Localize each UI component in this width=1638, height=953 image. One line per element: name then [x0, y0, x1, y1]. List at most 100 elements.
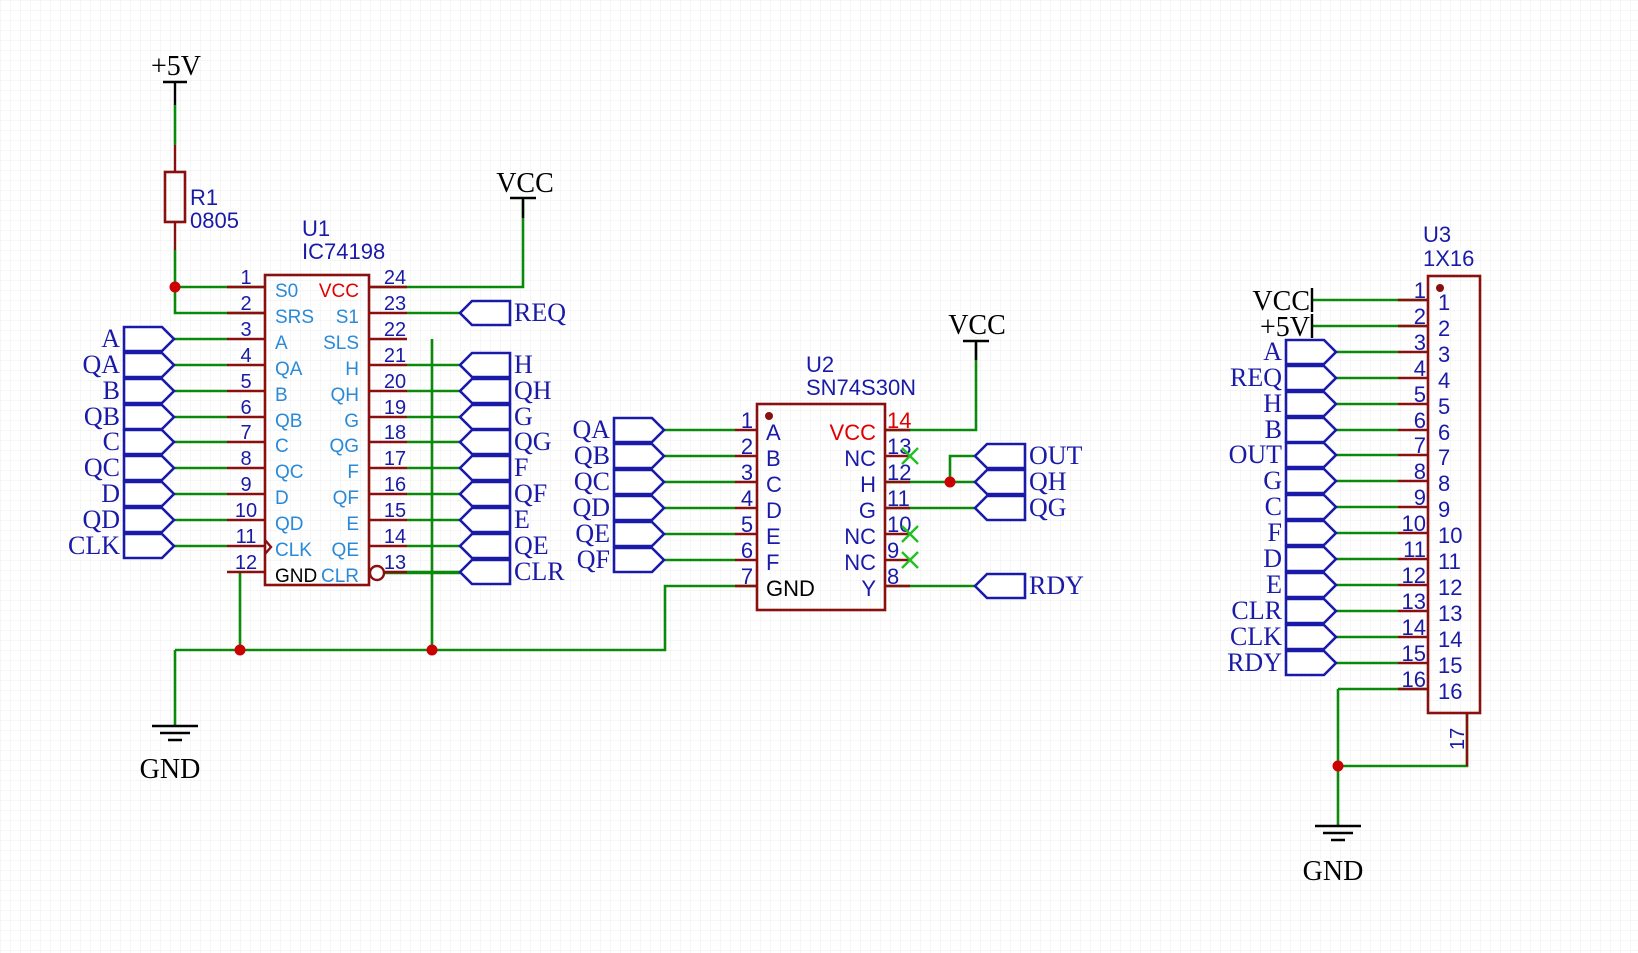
- power-vcc-u2-label: VCC: [948, 310, 1006, 341]
- port-u2-left-qd[interactable]: QD: [572, 493, 666, 522]
- ground-left-symbol: GND: [140, 724, 200, 785]
- port-u1-left-d-label: D: [101, 479, 120, 508]
- u1-pin-name-qa: QA: [275, 359, 303, 380]
- port-u2-right-qg[interactable]: QG: [973, 493, 1067, 522]
- u1-pin-name-qb: QB: [275, 411, 302, 432]
- u3-pin-number-outer: 12: [1402, 563, 1426, 588]
- port-u3-f-label: F: [1268, 518, 1282, 547]
- port-u3-clk[interactable]: CLK: [1230, 622, 1338, 651]
- port-u3-out[interactable]: OUT: [1229, 440, 1338, 469]
- u1-pin-name-f: F: [347, 462, 359, 483]
- port-u2-left-qf-label: QF: [577, 545, 610, 574]
- port-u3-req-label: REQ: [1230, 363, 1282, 392]
- u1-pin-name-qg: QG: [329, 436, 359, 457]
- port-u3-h[interactable]: H: [1263, 389, 1338, 418]
- power-vcc-u3-label: VCC: [1252, 286, 1310, 317]
- u3-pin-number-inner: 11: [1438, 549, 1461, 574]
- port-u2-right-qg-label: QG: [1029, 493, 1067, 522]
- u1-pin-number: 19: [384, 397, 406, 419]
- port-u1-left-qb-label: QB: [84, 402, 120, 431]
- u3-pin-number-outer: 14: [1402, 615, 1426, 640]
- port-u3-b[interactable]: B: [1265, 415, 1338, 444]
- u2-pin-number: 5: [741, 512, 753, 537]
- port-u1-right-req[interactable]: REQ: [458, 298, 566, 327]
- u1-pin-number: 15: [384, 500, 406, 522]
- port-u3-g-label: G: [1263, 466, 1282, 495]
- port-u2-left-qc[interactable]: QC: [574, 467, 666, 496]
- port-u1-left-d[interactable]: D: [101, 479, 176, 508]
- u1-pin-number: 18: [384, 422, 406, 444]
- port-u1-right-qe-shape: [458, 532, 512, 560]
- port-u2-right-out[interactable]: OUT: [973, 441, 1083, 470]
- u2-pin-name-y: Y: [861, 576, 876, 601]
- port-u2-left-qe-shape: [612, 520, 666, 548]
- port-u3-b-label: B: [1265, 415, 1282, 444]
- port-u1-right-qf[interactable]: QF: [458, 479, 547, 508]
- port-u3-rdy[interactable]: RDY: [1227, 648, 1338, 677]
- port-u2-right-qh[interactable]: QH: [973, 467, 1067, 496]
- no-connect-u2-10: [901, 525, 919, 543]
- port-u1-left-a[interactable]: A: [101, 324, 176, 353]
- port-u3-e[interactable]: E: [1266, 570, 1338, 599]
- u2-ref: U2: [806, 352, 834, 377]
- port-u2-left-qf[interactable]: QF: [577, 545, 666, 574]
- u1-pin-name-clr: CLR: [321, 566, 359, 587]
- port-u1-right-f[interactable]: F: [458, 453, 528, 482]
- u1-pin-number: 20: [384, 371, 406, 393]
- port-u1-left-qd[interactable]: QD: [82, 505, 176, 534]
- u3-pin-number-outer: 5: [1414, 382, 1426, 407]
- signal-wires: [174, 311, 1398, 665]
- u1-pin-name-qc: QC: [275, 462, 304, 483]
- port-u3-f-shape: [1284, 519, 1338, 547]
- port-u3-g[interactable]: G: [1263, 466, 1338, 495]
- port-u1-right-clr-shape: [458, 558, 512, 586]
- port-u1-left-qa[interactable]: QA: [82, 350, 176, 379]
- port-u3-req-shape: [1284, 364, 1338, 392]
- port-u3-f[interactable]: F: [1268, 518, 1338, 547]
- port-u1-right-clr[interactable]: CLR: [458, 557, 565, 586]
- port-u2-right-rdy[interactable]: RDY: [973, 571, 1084, 600]
- port-u1-right-qg[interactable]: QG: [458, 427, 552, 456]
- port-u1-right-qe[interactable]: QE: [458, 531, 549, 560]
- u3-pin-number-inner: 7: [1438, 445, 1450, 470]
- port-u3-e-shape: [1284, 571, 1338, 599]
- u3-pin-number-outer: 10: [1402, 511, 1426, 536]
- u2-pin-name-nc: NC: [844, 550, 876, 575]
- u3-pin-number-outer: 15: [1402, 641, 1426, 666]
- u2-pin-number: 2: [741, 434, 753, 459]
- port-u3-out-label: OUT: [1229, 440, 1283, 469]
- port-u1-left-qb[interactable]: QB: [84, 402, 176, 431]
- port-u3-c[interactable]: C: [1265, 492, 1338, 521]
- u3-pin17-number: 17: [1447, 728, 1469, 750]
- port-u1-left-qc[interactable]: QC: [84, 453, 176, 482]
- port-u3-a[interactable]: A: [1263, 337, 1338, 366]
- port-u1-right-f-shape: [458, 454, 512, 482]
- port-u3-req[interactable]: REQ: [1230, 363, 1338, 392]
- port-u1-left-b[interactable]: B: [103, 376, 176, 405]
- port-u3-g-shape: [1284, 467, 1338, 495]
- port-u1-right-e[interactable]: E: [458, 505, 530, 534]
- port-u2-left-qe[interactable]: QE: [575, 519, 666, 548]
- port-u1-right-h[interactable]: H: [458, 350, 533, 379]
- u3-pin-number-outer: 2: [1414, 304, 1426, 329]
- port-u3-clr[interactable]: CLR: [1231, 596, 1338, 625]
- power-5v-u3-symbol: +5V: [1260, 312, 1314, 343]
- port-u3-c-shape: [1284, 493, 1338, 521]
- u1-pin-name-qe: QE: [332, 540, 359, 561]
- port-u3-out-shape: [1284, 441, 1338, 469]
- port-u2-left-qa[interactable]: QA: [572, 415, 666, 444]
- u3-pin-number-inner: 14: [1438, 627, 1462, 652]
- u3-pin-number-outer: 4: [1414, 356, 1426, 381]
- port-u2-left-qb[interactable]: QB: [574, 441, 666, 470]
- port-u1-left-c[interactable]: C: [103, 427, 176, 456]
- port-u2-right-qh-shape: [973, 468, 1027, 496]
- port-u1-right-qh[interactable]: QH: [458, 376, 552, 405]
- port-u1-right-g[interactable]: G: [458, 402, 533, 431]
- port-u1-right-g-shape: [458, 403, 512, 431]
- port-u2-left-qd-label: QD: [572, 493, 610, 522]
- u1-pin-name-gnd: GND: [275, 566, 317, 587]
- port-u1-left-clk[interactable]: CLK: [68, 531, 176, 560]
- port-u3-d[interactable]: D: [1263, 544, 1338, 573]
- power-5v-u3-label: +5V: [1260, 312, 1310, 343]
